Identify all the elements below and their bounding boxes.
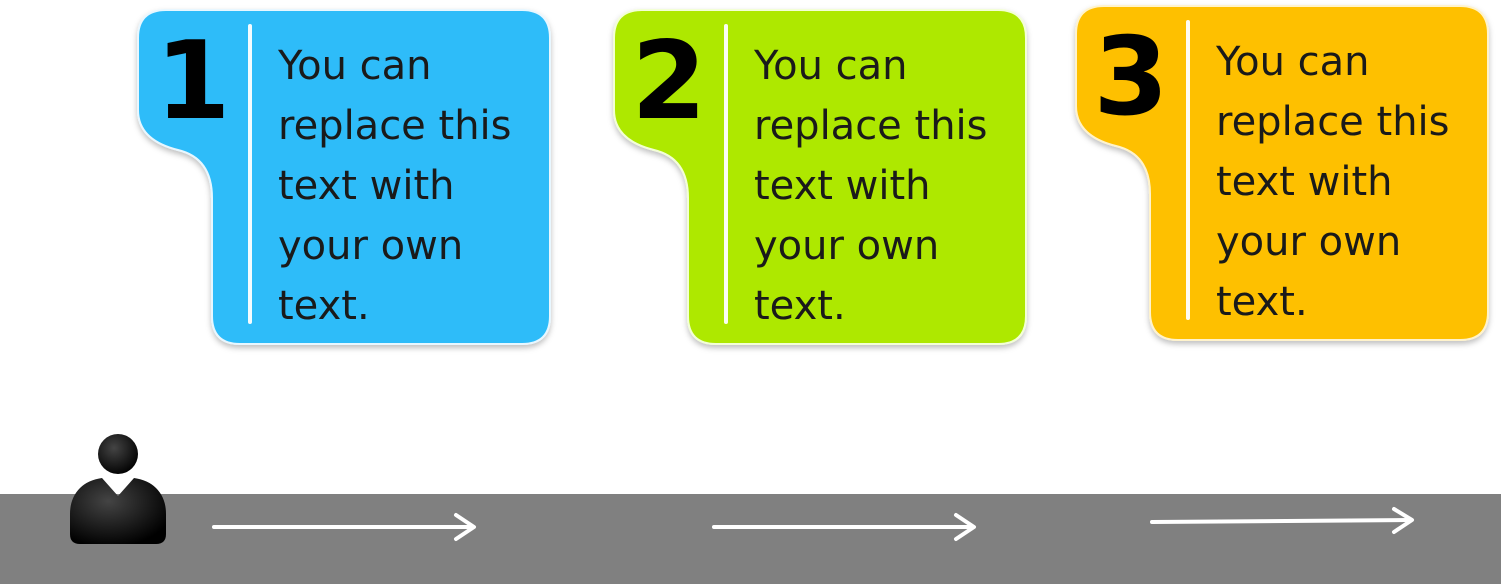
step-divider <box>724 24 728 324</box>
step-number: 1 <box>155 19 230 144</box>
arrow-right-icon <box>1150 507 1414 534</box>
step-card-background <box>1075 5 1489 341</box>
step-card-background <box>613 9 1027 345</box>
step-text: You can replace this text with your own … <box>754 43 988 329</box>
step-text: You can replace this text with your own … <box>1216 39 1450 325</box>
step-divider <box>1186 20 1190 320</box>
step-number: 3 <box>1093 15 1168 140</box>
step-card-background <box>137 9 551 345</box>
step-divider <box>248 24 252 324</box>
person-icon <box>70 434 166 544</box>
arrow-right-icon <box>712 513 976 541</box>
step-number: 2 <box>631 19 706 144</box>
road-band <box>0 494 1501 584</box>
arrow-right-icon <box>212 513 476 541</box>
step-text: You can replace this text with your own … <box>278 43 512 329</box>
